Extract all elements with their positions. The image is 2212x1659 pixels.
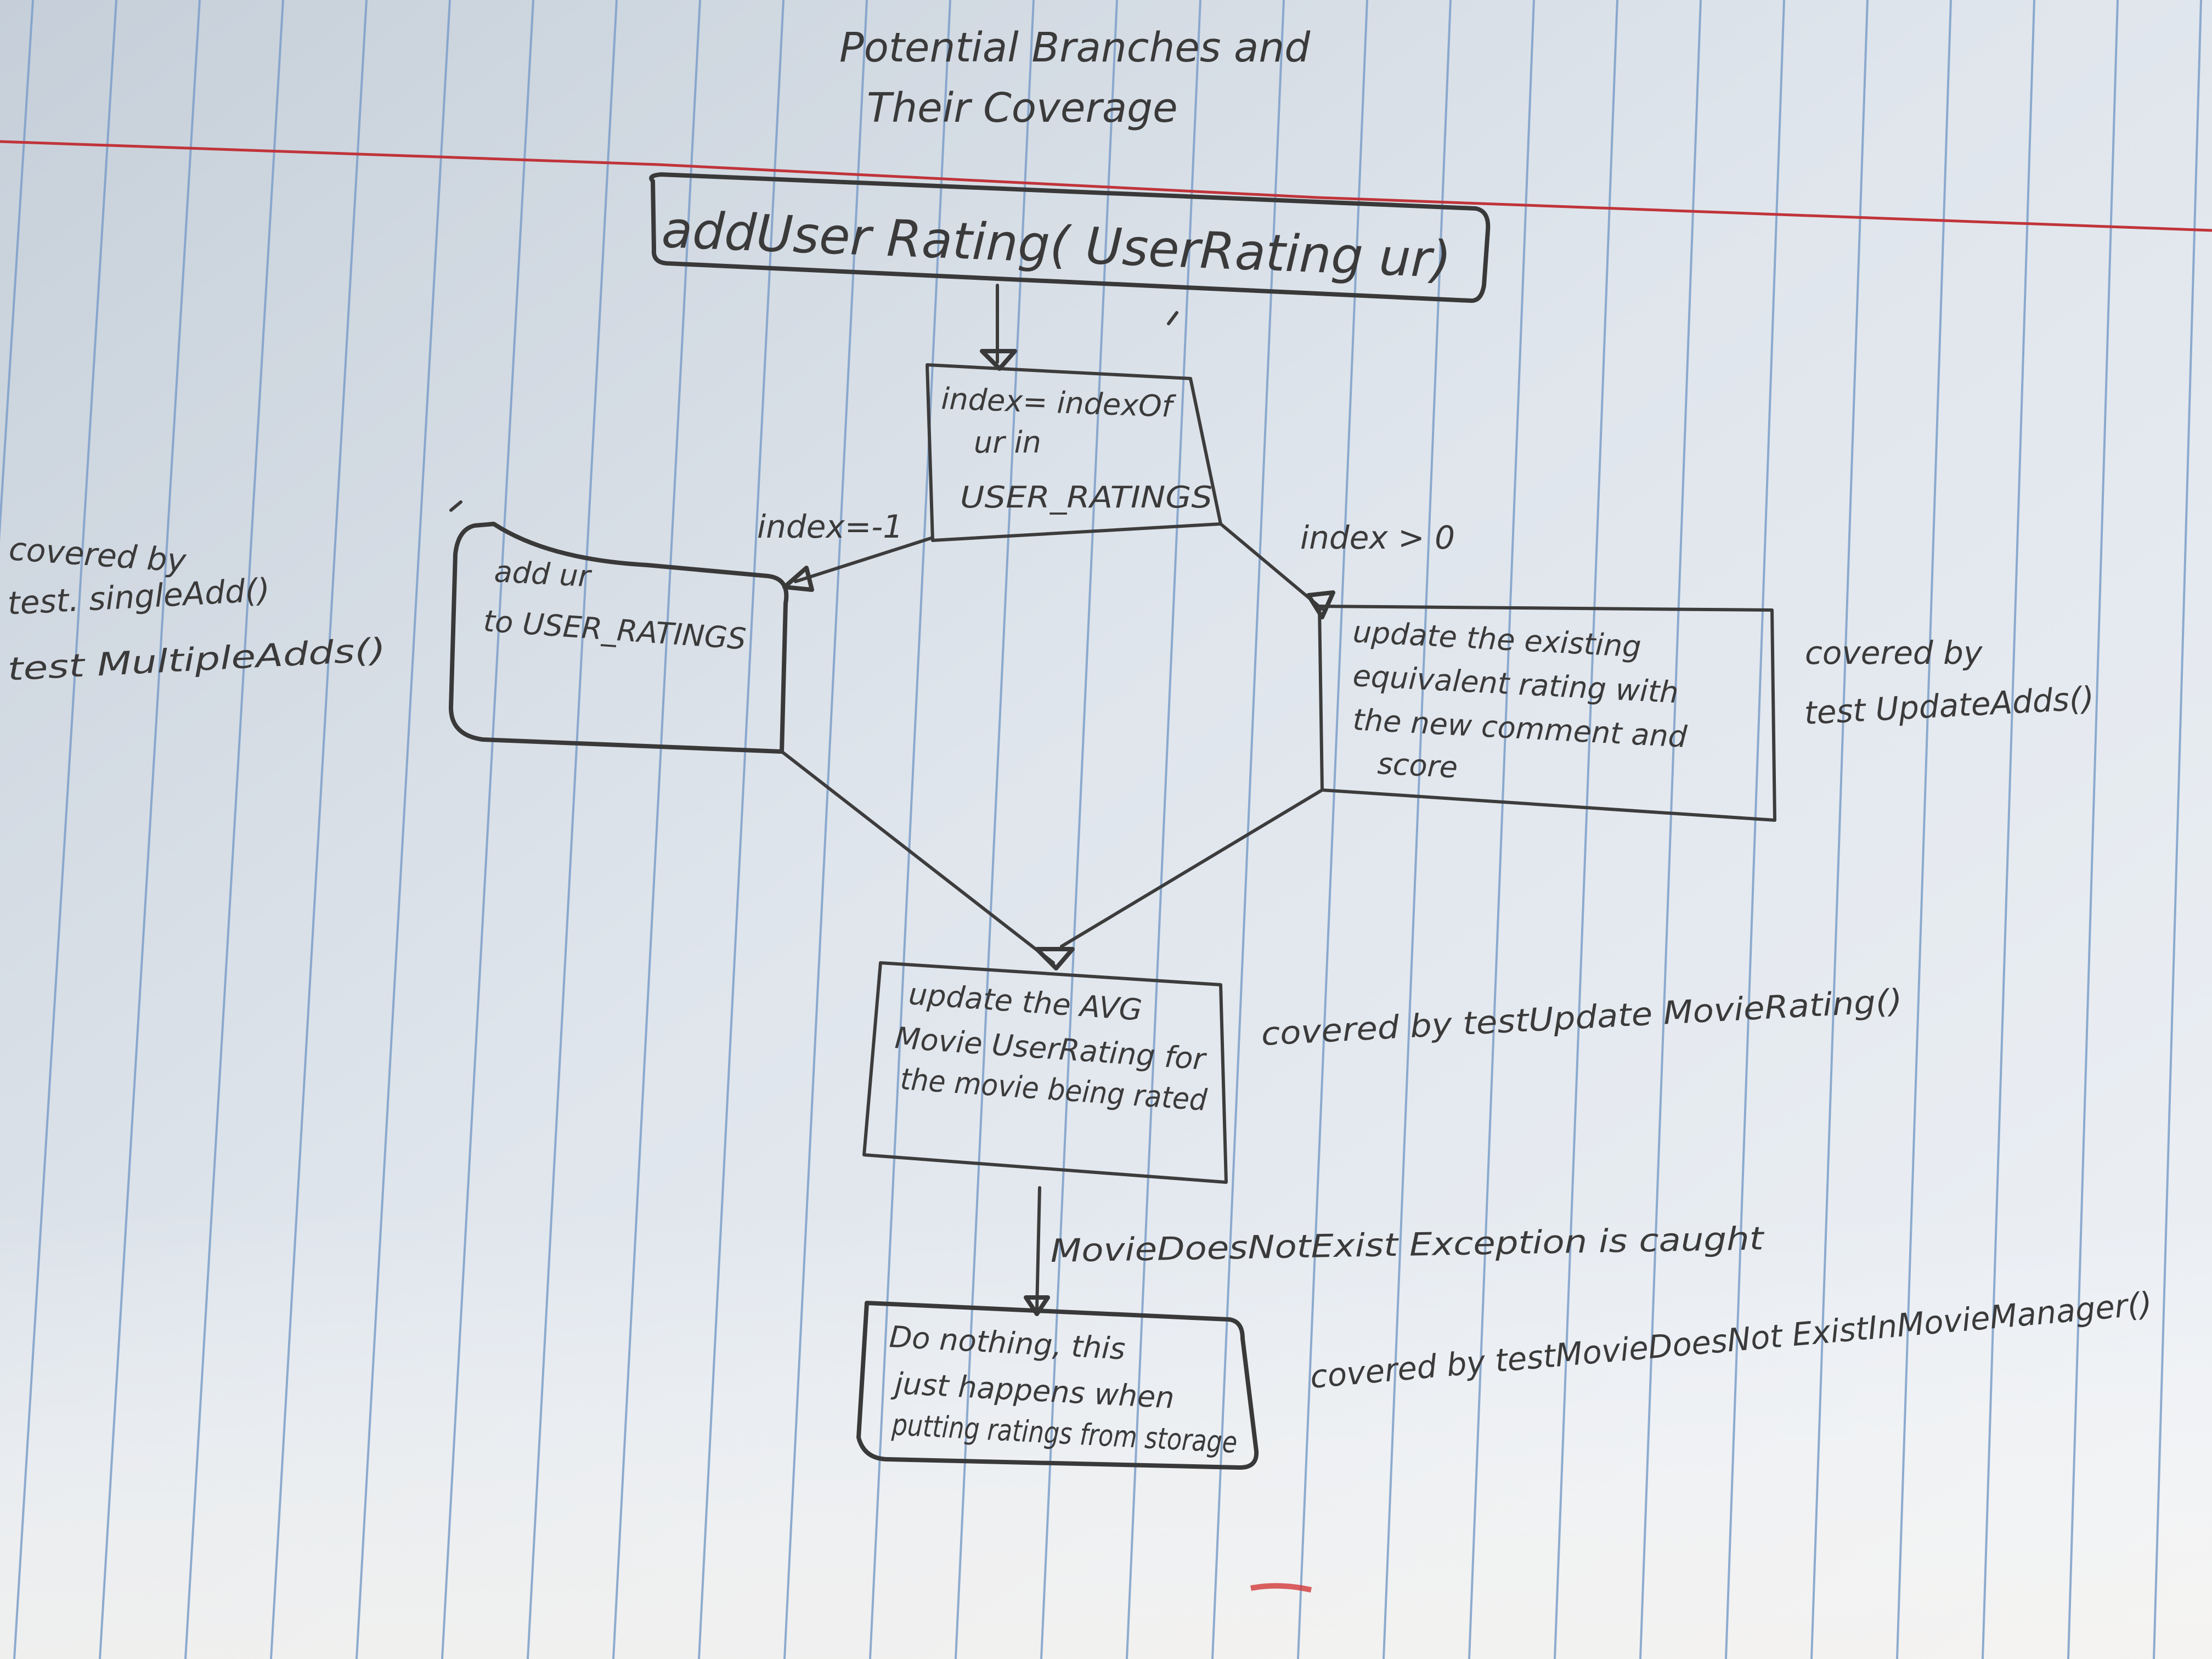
add-node-box <box>449 522 789 754</box>
arrowhead-start-index <box>980 349 1017 371</box>
rule-line <box>1211 0 1285 1659</box>
update-existing-line-4: score <box>1376 746 1458 785</box>
title-line-2: Their Coverage <box>867 84 1178 132</box>
rule-line <box>0 0 34 541</box>
red-smudge <box>1250 1583 1312 1593</box>
rule-line <box>1896 0 1952 1659</box>
arrowhead-index-add <box>782 566 814 592</box>
index-node-line-3: USER_RATINGS <box>960 480 1212 515</box>
start-node-box <box>649 172 1491 303</box>
arrowhead-to-avg <box>1035 947 1075 970</box>
rule-line <box>270 0 368 1659</box>
update-avg-node-box <box>862 961 1228 1184</box>
stray-mark-1 <box>1167 311 1178 325</box>
rule-line <box>184 0 284 1659</box>
rule-line <box>1554 0 1618 1659</box>
rule-line <box>612 0 701 1659</box>
rule-line <box>441 0 534 1659</box>
edge-index-to-update <box>1219 522 1324 611</box>
rule-line <box>1383 0 1452 1659</box>
rule-line <box>698 0 785 1659</box>
rule-line <box>2153 0 2202 1659</box>
rule-line <box>1126 0 1201 1659</box>
rule-line <box>356 0 451 1659</box>
rule-line <box>1725 0 1785 1659</box>
edge-index-to-add <box>794 536 934 583</box>
rule-line <box>1810 0 1869 1659</box>
rule-line <box>1468 0 1535 1659</box>
left-condition-label: index=-1 <box>757 508 903 545</box>
rule-line <box>1297 0 1368 1659</box>
margin-line <box>0 140 2212 232</box>
rule-line <box>955 0 1035 1659</box>
index-node-line-2: ur in <box>974 425 1041 460</box>
index-node-line-1: index= indexOf <box>941 381 1177 424</box>
rule-line <box>1982 0 2035 1659</box>
rule-line <box>99 0 201 1659</box>
title-line-1: Potential Branches and <box>839 24 1311 71</box>
add-node-line-1: add ur <box>493 554 592 594</box>
update-existing-node-box <box>1318 605 1776 822</box>
arrowhead-to-nothing <box>1024 1295 1050 1316</box>
edge-add-to-avg <box>780 750 1055 964</box>
rule-line <box>1040 0 1118 1659</box>
rule-line <box>527 0 618 1659</box>
right-condition-label: index > 0 <box>1300 519 1455 556</box>
rule-line <box>783 0 868 1659</box>
right-note-line-1: covered by <box>1805 634 1983 672</box>
stray-mark-2 <box>449 500 462 512</box>
edge-update-to-avg <box>1060 788 1324 948</box>
do-nothing-node-box <box>856 1301 1259 1470</box>
rule-line <box>1639 0 1702 1659</box>
edge-avg-to-nothing <box>1035 1186 1041 1310</box>
rule-line <box>13 0 117 1659</box>
rule-line <box>2067 0 2119 1659</box>
